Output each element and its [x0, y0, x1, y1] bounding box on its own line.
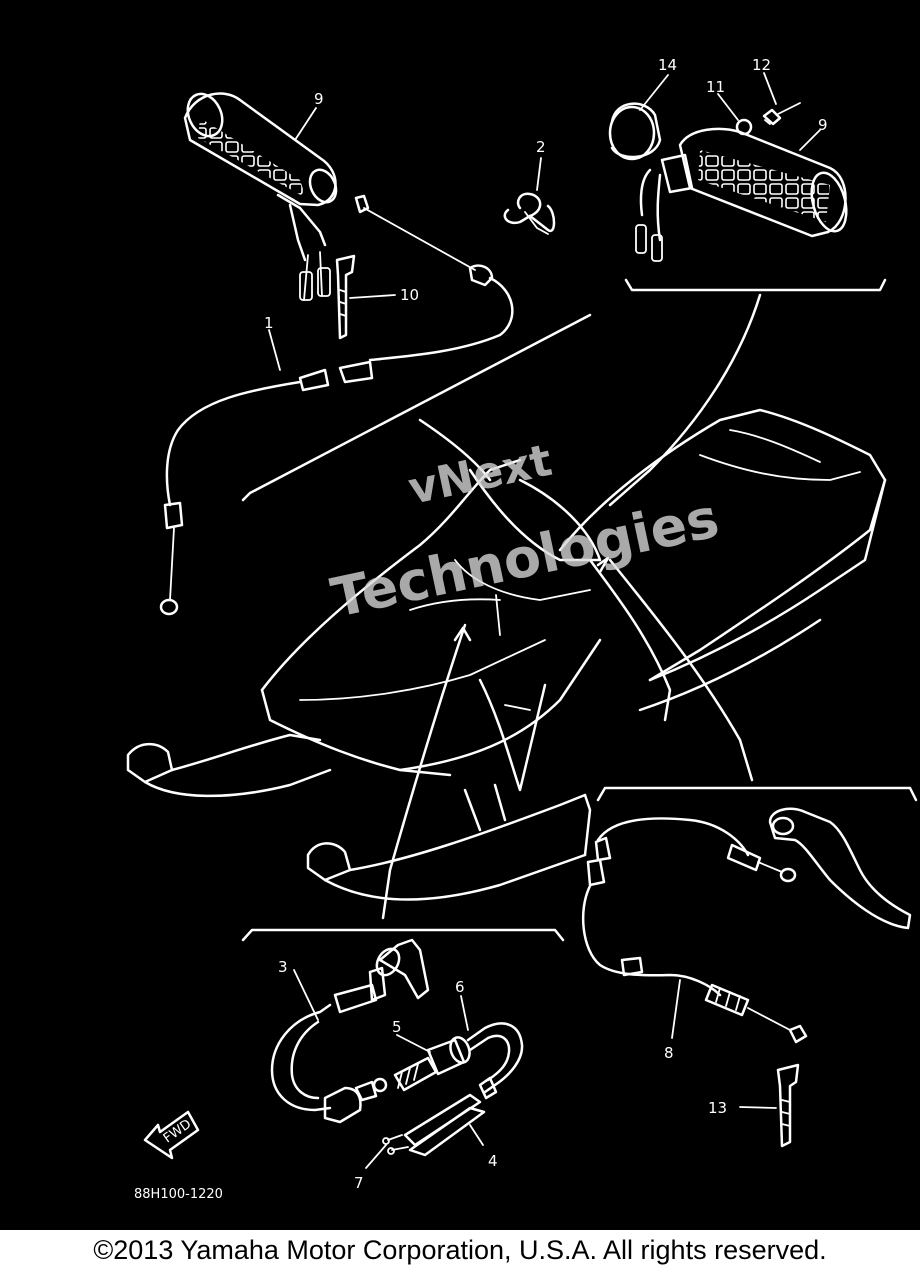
- watermark-line2: Technologies: [326, 486, 724, 630]
- copyright-notice: ©2013 Yamaha Motor Corporation, U.S.A. A…: [93, 1235, 827, 1265]
- fwd-arrow: FWD: [143, 1110, 200, 1160]
- callout-7: 7: [354, 1174, 364, 1192]
- right-grip-assembly: [608, 102, 848, 262]
- callout-1: 1: [264, 314, 274, 332]
- watermark-line1: vNext: [404, 435, 556, 515]
- callout-9-left: 9: [314, 90, 324, 108]
- left-grip-assembly: [159, 92, 556, 616]
- callout-9-right: 9: [818, 116, 828, 134]
- callout-3: 3: [278, 958, 288, 976]
- callout-12: 12: [752, 56, 771, 74]
- callout-11: 11: [706, 78, 725, 96]
- callout-13: 13: [708, 1099, 727, 1117]
- brake-cable-assembly: [581, 807, 912, 1148]
- fwd-label: FWD: [161, 1117, 194, 1147]
- watermark: vNext Technologies: [326, 435, 724, 630]
- leader-lines: [381, 293, 762, 920]
- callout-5: 5: [392, 1018, 402, 1036]
- callout-8: 8: [664, 1044, 674, 1062]
- parts-diagram: FWD 1: [0, 0, 920, 1230]
- callout-leaders: [268, 72, 821, 1169]
- snowmobile-body: [126, 408, 887, 901]
- part-code: 88H100-1220: [134, 1187, 223, 1202]
- group-brackets: [241, 278, 918, 942]
- exploded-view-drawing: FWD 1: [126, 56, 918, 1202]
- callout-10: 10: [400, 286, 419, 304]
- callout-4: 4: [488, 1152, 498, 1170]
- switch-cable-assembly: [270, 938, 524, 1157]
- callout-2: 2: [536, 138, 546, 156]
- callout-14: 14: [658, 56, 677, 74]
- callout-6: 6: [455, 978, 465, 996]
- callout-labels: 1 2 3 4 5 6 7 8 9 9 10 11 12 13 14: [264, 56, 828, 1192]
